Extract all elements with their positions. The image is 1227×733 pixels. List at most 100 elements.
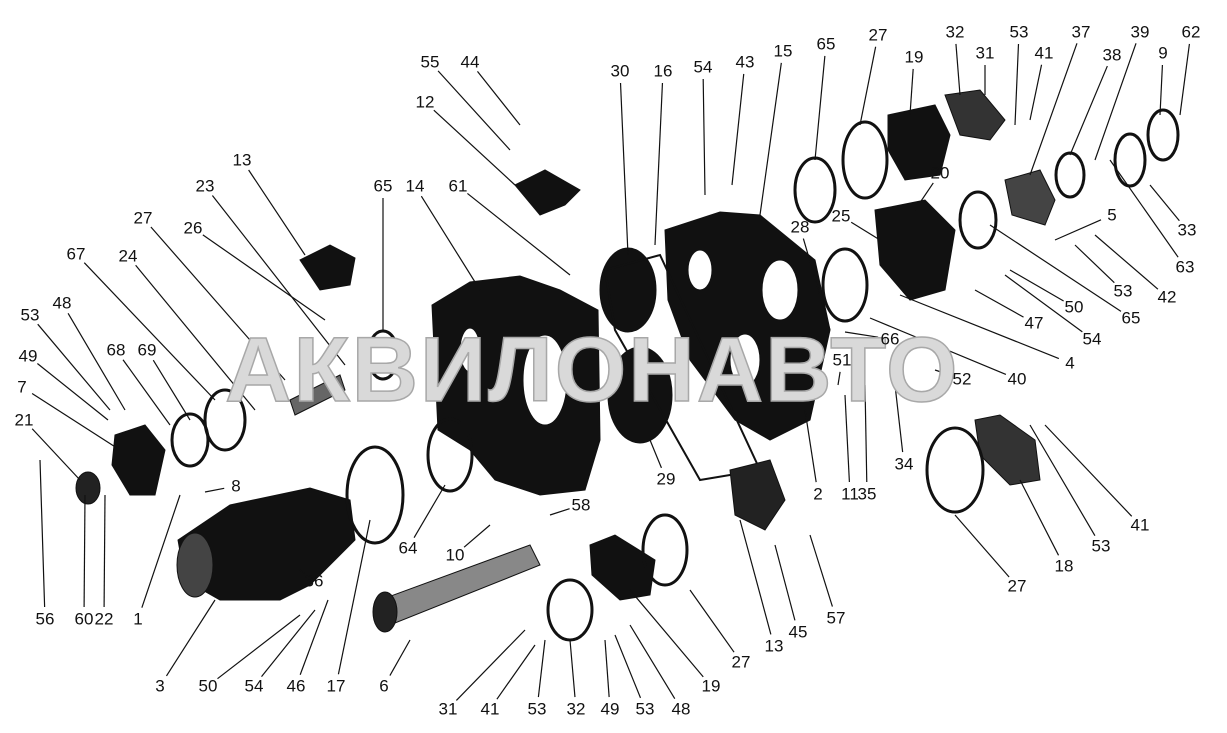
leader-line	[1109, 159, 1179, 258]
callout-label: 10	[445, 545, 465, 565]
leader-line	[496, 644, 536, 700]
leader-line	[537, 639, 546, 698]
leader-line	[844, 331, 879, 338]
leader-line	[420, 195, 481, 291]
leader-line	[1054, 219, 1102, 241]
leader-line	[1074, 244, 1115, 284]
callout-label: 1	[133, 609, 143, 629]
leader-line	[202, 234, 326, 321]
callout-label: 15	[773, 41, 793, 61]
leader-line	[814, 55, 826, 161]
callout-label: 49	[18, 346, 38, 366]
callout-label: 13	[764, 636, 784, 656]
leader-line	[141, 494, 181, 608]
leader-line	[759, 62, 782, 216]
leader-line	[1019, 479, 1060, 556]
callout-label: 47	[1024, 313, 1044, 333]
callout-label: 48	[671, 699, 691, 719]
leader-line	[909, 68, 914, 116]
callout-label: 28	[790, 217, 810, 237]
leader-line	[739, 519, 772, 635]
plate-37	[1004, 169, 1056, 226]
leader-line	[463, 524, 491, 548]
callout-label: 8	[231, 476, 241, 496]
callout-label: 63	[1175, 257, 1195, 277]
ring-38	[1054, 151, 1086, 199]
leader-line	[261, 609, 316, 678]
callout-label: 52	[952, 369, 972, 389]
callout-label: 27	[133, 208, 153, 228]
leader-line	[152, 359, 191, 421]
leader-line	[1149, 184, 1180, 222]
leader-line	[654, 82, 664, 246]
callout-label: 19	[904, 47, 924, 67]
leader-line	[1159, 64, 1164, 116]
leader-line	[204, 487, 225, 493]
leader-line	[1029, 424, 1096, 536]
callout-label: 21	[14, 410, 34, 430]
callout-label: 23	[195, 176, 215, 196]
callout-label: 45	[788, 622, 808, 642]
callout-label: 31	[975, 43, 995, 63]
leader-line	[36, 363, 109, 421]
callout-label: 55	[420, 52, 440, 72]
callout-label: 6	[379, 676, 389, 696]
callout-label: 18	[1054, 556, 1074, 576]
callout-label: 61	[448, 176, 468, 196]
callout-label: 68	[106, 340, 126, 360]
shaft-26	[289, 374, 346, 416]
leader-line	[1004, 274, 1083, 333]
leader-line	[37, 323, 111, 411]
leader-line	[1009, 269, 1064, 302]
leader-line	[869, 317, 1007, 375]
leader-line	[864, 384, 868, 483]
housing-13-lower	[729, 459, 786, 531]
callout-label: 12	[415, 92, 435, 112]
callout-label: 29	[656, 469, 676, 489]
callout-label: 5	[1107, 205, 1117, 225]
leader-line	[689, 589, 735, 653]
callout-label: 4	[1065, 353, 1075, 373]
leader-line	[629, 589, 704, 678]
callout-label: 69	[137, 340, 157, 360]
leader-line	[604, 639, 610, 698]
gasket-17	[345, 445, 405, 545]
gasket-16	[603, 253, 762, 482]
callout-label: 31	[438, 699, 458, 719]
ring-9	[1146, 108, 1180, 162]
leader-line	[549, 508, 570, 516]
leader-line	[731, 73, 745, 186]
callout-label: 37	[1071, 22, 1091, 42]
callout-label: 33	[1177, 220, 1197, 240]
callout-label: 40	[1007, 369, 1027, 389]
leader-line	[702, 78, 706, 196]
flange-21	[75, 471, 101, 505]
leader-line	[122, 359, 171, 426]
leader-line	[476, 71, 521, 126]
callout-label: 34	[894, 454, 914, 474]
leader-line	[433, 109, 516, 186]
callout-label: 17	[326, 676, 346, 696]
callout-label: 53	[20, 305, 40, 325]
callout-label: 56	[35, 609, 55, 629]
callout-label: 65	[1121, 308, 1141, 328]
bearing-65	[366, 329, 400, 381]
leader-line	[1029, 64, 1043, 121]
cover-12	[514, 169, 581, 216]
housing-20	[874, 199, 956, 301]
leader-line	[569, 639, 576, 698]
leader-line	[859, 46, 877, 126]
leader-line	[1094, 43, 1137, 161]
callout-label: 13	[232, 150, 252, 170]
callout-label: 66	[880, 329, 900, 349]
leader-line	[413, 484, 446, 538]
leader-line	[850, 221, 881, 241]
callout-label: 46	[286, 676, 306, 696]
leader-line	[899, 294, 1060, 360]
callout-label: 53	[1113, 281, 1133, 301]
callout-label: 35	[857, 484, 877, 504]
callout-label: 49	[600, 699, 620, 719]
callout-label: 50	[198, 676, 218, 696]
leader-line	[804, 409, 817, 483]
callout-label: 54	[244, 676, 264, 696]
